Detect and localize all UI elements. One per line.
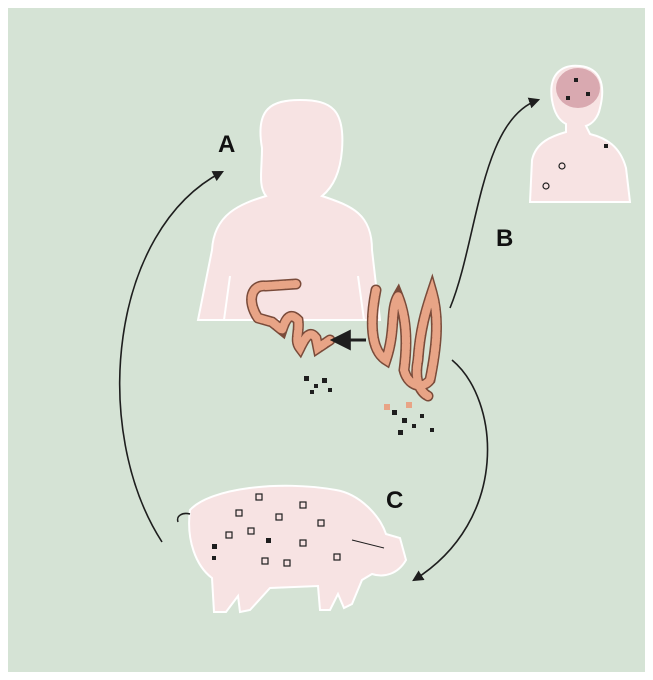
brain-cyst-area xyxy=(556,68,600,108)
label-b: B xyxy=(496,225,513,252)
label-c: C xyxy=(386,487,403,514)
label-a: A xyxy=(218,131,235,158)
